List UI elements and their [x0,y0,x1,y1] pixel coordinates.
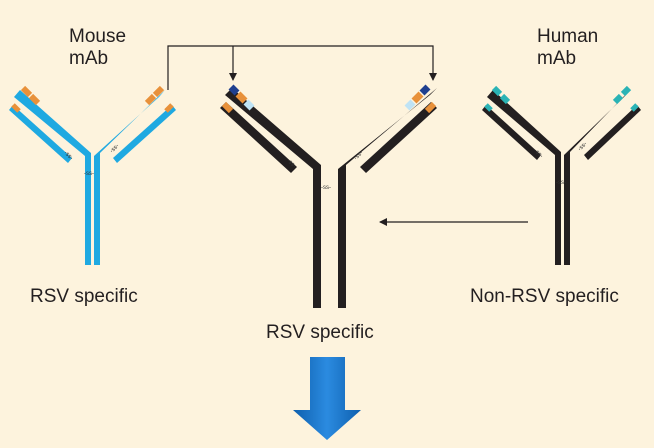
mouse-antibody: -ss- -ss- -ss- [9,85,176,265]
human-mab-label: Human mAb [537,26,599,69]
hybrid-specificity-label: RSV specific [266,322,374,343]
mouse-heavy-chains [14,90,165,265]
disulfide-bond-label: -ss- [84,171,94,177]
humanized-cdr-bands [221,84,437,114]
mouse-mab-label: Mouse mAb [69,26,127,69]
output-arrow [293,357,361,440]
human-cdr-bands [484,85,639,112]
disulfide-bond-label: -ss- [286,158,297,169]
disulfide-bond-label: -ss- [353,150,364,161]
mouse-light-chains [9,105,176,163]
humanized-antibody: -ss- -ss- -ss- [220,84,437,308]
disulfide-bond-label: -ss- [577,141,588,152]
disulfide-bond-label: -ss- [533,148,544,159]
human-light-chains [482,105,641,160]
mouse-cdr-bands [11,85,174,113]
human-antibody: -ss- -ss- -ss- [482,85,641,265]
cdr-transfer-arrows [167,45,437,90]
mouse-specificity-label: RSV specific [30,286,138,307]
humanized-light-chains [220,102,437,173]
disulfide-bond-label: -ss- [321,185,331,191]
humanized-heavy-chains [225,88,437,308]
disulfide-bond-label: -ss- [109,143,120,154]
disulfide-bond-label: -ss- [556,180,566,186]
disulfide-bond-label: -ss- [63,150,74,161]
human-specificity-label: Non-RSV specific [470,286,619,307]
human-heavy-chains [487,90,630,265]
